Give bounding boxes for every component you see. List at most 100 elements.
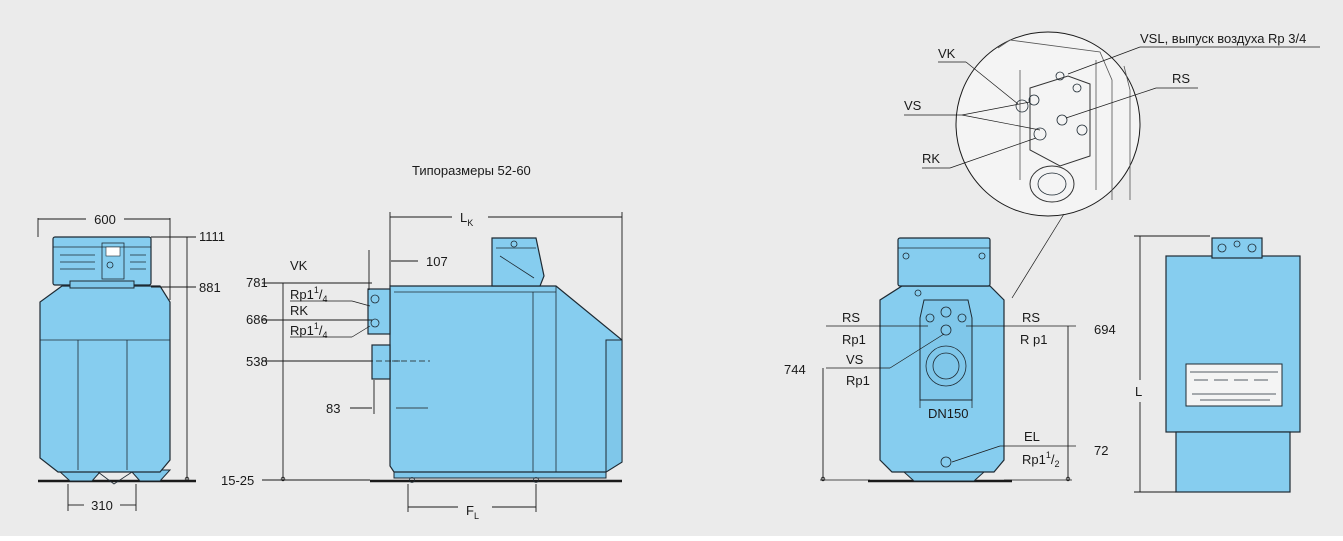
rear-vs-port-icon — [940, 324, 952, 336]
rear-vs-leader — [889, 333, 945, 369]
caption-size-range: Типоразмеры 52-60 — [412, 163, 531, 178]
detail-rs-bolt-icon — [1076, 124, 1088, 136]
rear-el-thread-sup: 1 — [1046, 450, 1051, 460]
rear-rs-left-port-icon — [925, 313, 935, 323]
detail-rk-port-icon — [1033, 127, 1047, 141]
dim-600-label: 600 — [94, 212, 116, 227]
detail-vs-leader — [961, 101, 1031, 116]
vk-port-icon — [370, 294, 380, 304]
control-display-icon — [105, 246, 121, 257]
dim-15-25-label: 15-25 — [221, 473, 254, 488]
side-foot-rear — [533, 477, 539, 483]
side-control-box-detail — [496, 247, 536, 279]
vk-thread-sup: 1 — [314, 285, 319, 295]
rk-thread-sup: 1 — [314, 321, 319, 331]
rk-thread-main: Rp1 — [290, 323, 314, 338]
rear-top-port-icon — [940, 306, 952, 318]
dim-83-label: 83 — [326, 401, 340, 416]
dim-lk-label: LK — [460, 210, 473, 228]
top-port-left-icon — [1217, 243, 1227, 253]
rear-rp1-right-label: R p1 — [1020, 332, 1047, 347]
rear-rs-left-label: RS — [842, 310, 860, 325]
rear-view: RS Rp1 VS Rp1 744 DN150 RS R p1 694 EL R… — [784, 237, 1116, 483]
dim-781-label: 781 — [246, 275, 268, 290]
top-port-mid-icon — [1233, 240, 1241, 248]
side-connection-block — [367, 288, 391, 335]
dim-lk-main: L — [460, 210, 467, 225]
dim-fl-subscript: L — [474, 511, 479, 521]
rear-bolt-icon — [914, 289, 922, 297]
detail-vk-port-icon — [1015, 99, 1029, 113]
dim-744-base-mark — [820, 476, 826, 482]
detail-vs-leader-2 — [961, 114, 1041, 131]
rear-vs-thread-label: Rp1 — [846, 373, 870, 388]
rear-control-left-icon — [902, 252, 910, 260]
side-feet-rail — [393, 471, 607, 479]
top-control-unit — [1185, 363, 1283, 407]
top-control-ribs — [1192, 393, 1276, 401]
detail-rs-label: RS — [1172, 71, 1190, 86]
dim-107-label: 107 — [426, 254, 448, 269]
rear-vs-label: VS — [846, 352, 864, 367]
top-casing-lower — [1175, 431, 1291, 493]
detail-rk-label: RK — [922, 151, 940, 166]
vk-leader — [351, 300, 371, 307]
dim-fl-main: F — [466, 503, 474, 518]
dim-fl-label: FL — [466, 503, 479, 521]
rear-control-unit — [897, 237, 991, 287]
front-casing — [39, 285, 171, 473]
dim-686-label: 686 — [246, 312, 268, 327]
detail-casing-lines — [997, 39, 1131, 200]
top-control-detail — [1190, 371, 1278, 381]
front-control-base — [69, 280, 135, 289]
rk-leader — [351, 325, 371, 338]
rk-thread-den: 4 — [323, 330, 328, 340]
vsl-label: VSL, выпуск воздуха Rp 3/4 — [1140, 31, 1306, 46]
side-foot-front — [409, 477, 415, 483]
rear-flue-outer — [925, 345, 967, 387]
rk-label: RK — [290, 303, 308, 318]
dim-1111-label: 1111 — [199, 229, 225, 244]
connection-detail: VSL, выпуск воздуха Rp 3/4 VK VS RK RS — [904, 31, 1320, 299]
rear-control-right-icon — [978, 252, 986, 260]
rear-feet — [902, 471, 986, 482]
detail-vsl-bolt-icon — [1072, 83, 1082, 93]
front-feet-notch — [97, 471, 133, 485]
dim-l-label: L — [1135, 384, 1142, 399]
rk-port-icon — [370, 318, 380, 328]
vk-thread-main: Rp1 — [290, 287, 314, 302]
rear-rs-right-label: RS — [1022, 310, 1040, 325]
control-panel-ribs — [60, 254, 146, 270]
side-burner-plate — [605, 339, 623, 473]
detail-link-line — [1011, 213, 1065, 299]
vk-thread-slash: / — [319, 287, 323, 302]
detail-rk-leader — [949, 137, 1037, 169]
side-view: Типоразмеры 52-60 LK 107 — [221, 163, 623, 521]
rear-rp1-left-label: Rp1 — [842, 332, 866, 347]
detail-flange — [1029, 75, 1091, 167]
rear-el-thread-slash: / — [1051, 452, 1055, 467]
rear-el-leader — [951, 445, 1001, 463]
rear-el-label: EL — [1024, 429, 1040, 444]
front-height-base-mark — [184, 476, 190, 482]
control-display-frame — [101, 242, 125, 280]
dim-538-label: 538 — [246, 354, 268, 369]
detail-vk-label: VK — [938, 46, 956, 61]
rear-el-port-icon — [940, 456, 952, 468]
detail-vs-label: VS — [904, 98, 922, 113]
detail-vk-leader — [965, 61, 1019, 105]
vk-label: VK — [290, 258, 308, 273]
rear-el-thread-label: Rp11/2 — [1022, 450, 1060, 469]
side-casing — [389, 285, 623, 473]
rk-thread-slash: / — [319, 323, 323, 338]
vk-thread-label: Rp11/4 — [290, 285, 328, 304]
rear-dn-label: DN150 — [928, 406, 968, 421]
rk-thread-label: Rp11/4 — [290, 321, 328, 340]
rear-rs-right-port-icon — [957, 313, 967, 323]
detail-flue-pipe — [1029, 165, 1075, 203]
side-height-base-mark — [280, 476, 286, 482]
detail-flue-pipe-inner — [1037, 172, 1067, 196]
